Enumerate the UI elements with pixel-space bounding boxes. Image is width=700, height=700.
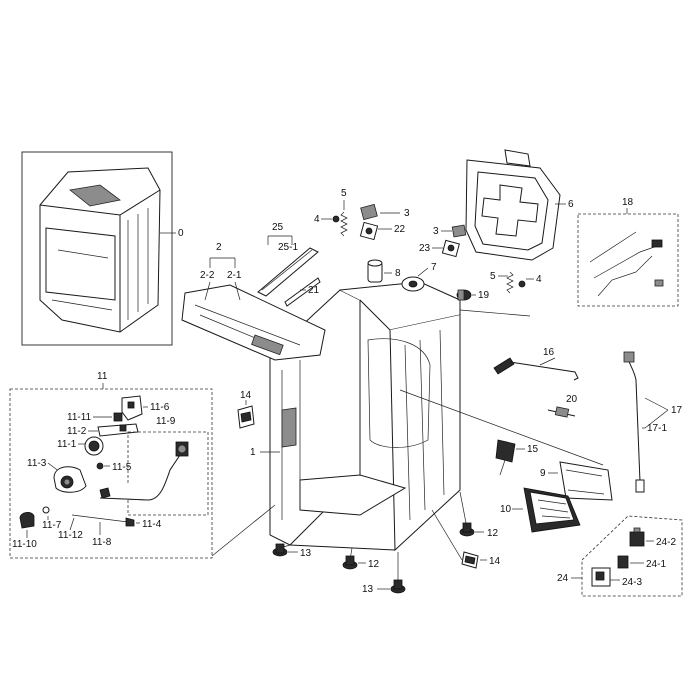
callout-3-top: 3 <box>404 208 410 219</box>
callout-7: 7 <box>431 262 437 273</box>
callout-11-8: 11-8 <box>92 537 112 548</box>
callout-25: 25 <box>272 222 284 233</box>
part-3-and-22: 3 22 <box>359 203 410 241</box>
part-15-16-20: 16 20 15 <box>493 347 579 476</box>
callout-11-1: 11-1 <box>57 439 77 450</box>
callout-11: 11 <box>97 371 108 382</box>
callout-2: 2 <box>216 242 222 253</box>
callout-14-left: 14 <box>240 390 252 401</box>
callout-11-7: 11-7 <box>42 520 62 531</box>
callout-5-right: 5 <box>490 271 496 282</box>
callout-21: 21 <box>308 285 320 296</box>
callout-11-11: 11-11 <box>67 412 92 423</box>
part-19: 19 <box>456 289 531 317</box>
pump-assembly-part-11: 11 11-11 11-6 11-2 11-9 11-1 11-5 11-3 <box>9 371 276 559</box>
callout-13-right: 13 <box>362 584 374 595</box>
spring-and-screw-right: 5 4 <box>490 271 542 294</box>
hose-part-17: 17 17-1 <box>623 351 683 493</box>
callout-5-left: 5 <box>341 188 347 199</box>
callout-2-2: 2-2 <box>200 270 215 281</box>
callout-4-left: 4 <box>314 214 320 225</box>
callout-6: 6 <box>568 199 574 210</box>
part-18-wiring: 18 <box>577 197 679 307</box>
callout-20: 20 <box>566 394 578 405</box>
callout-25-1: 25-1 <box>278 242 298 253</box>
part-7-and-8: 8 7 <box>367 259 437 292</box>
callout-11-3: 11-3 <box>27 458 47 469</box>
callout-2-1: 2-1 <box>227 270 242 281</box>
spring-and-screw-left: 5 4 <box>314 188 348 237</box>
callout-3-right: 3 <box>433 226 439 237</box>
callout-22: 22 <box>394 224 406 235</box>
callout-24-1: 24-1 <box>646 559 666 570</box>
callout-11-5: 11-5 <box>112 462 132 473</box>
callout-24-3: 24-3 <box>622 577 642 588</box>
part-25-assembly: 25 25-1 21 <box>257 222 321 307</box>
callout-19: 19 <box>478 290 490 301</box>
callout-8: 8 <box>395 268 401 279</box>
callout-11-10: 11-10 <box>12 539 37 550</box>
callout-0: 0 <box>178 228 184 239</box>
control-panel-part-2: 2 2-2 2-1 <box>181 242 326 361</box>
callout-24: 24 <box>557 573 569 584</box>
callout-23: 23 <box>419 243 431 254</box>
callout-10: 10 <box>500 504 512 515</box>
callout-16: 16 <box>543 347 555 358</box>
callout-12-left: 12 <box>368 559 380 570</box>
callout-11-6: 11-6 <box>150 402 170 413</box>
callout-11-12: 11-12 <box>58 530 83 541</box>
assembly-overview-inset: 0 <box>21 151 184 346</box>
callout-15: 15 <box>527 444 539 455</box>
callout-9: 9 <box>540 468 546 479</box>
callout-17-1: 17-1 <box>647 423 667 434</box>
part-24-group: 24 24-2 24-1 24-3 <box>557 515 683 597</box>
lid-part-6: 6 <box>465 149 574 261</box>
callout-11-4: 11-4 <box>142 519 162 530</box>
part-3-and-23: 3 23 <box>419 224 467 258</box>
callout-17: 17 <box>671 405 683 416</box>
callout-12-right: 12 <box>487 528 499 539</box>
callout-11-2: 11-2 <box>67 426 87 437</box>
callout-24-2: 24-2 <box>656 537 676 548</box>
callout-18: 18 <box>622 197 634 208</box>
callout-11-9: 11-9 <box>156 416 176 427</box>
feet-and-brackets: 14 14 13 12 12 13 <box>237 390 501 595</box>
parts-9-and-10: 9 10 <box>399 389 613 533</box>
callout-1: 1 <box>250 447 256 458</box>
callout-13-left: 13 <box>300 548 312 559</box>
callout-14-right: 14 <box>489 556 501 567</box>
callout-4-right: 4 <box>536 274 542 285</box>
cabinet-part-1: 1 <box>250 281 461 552</box>
